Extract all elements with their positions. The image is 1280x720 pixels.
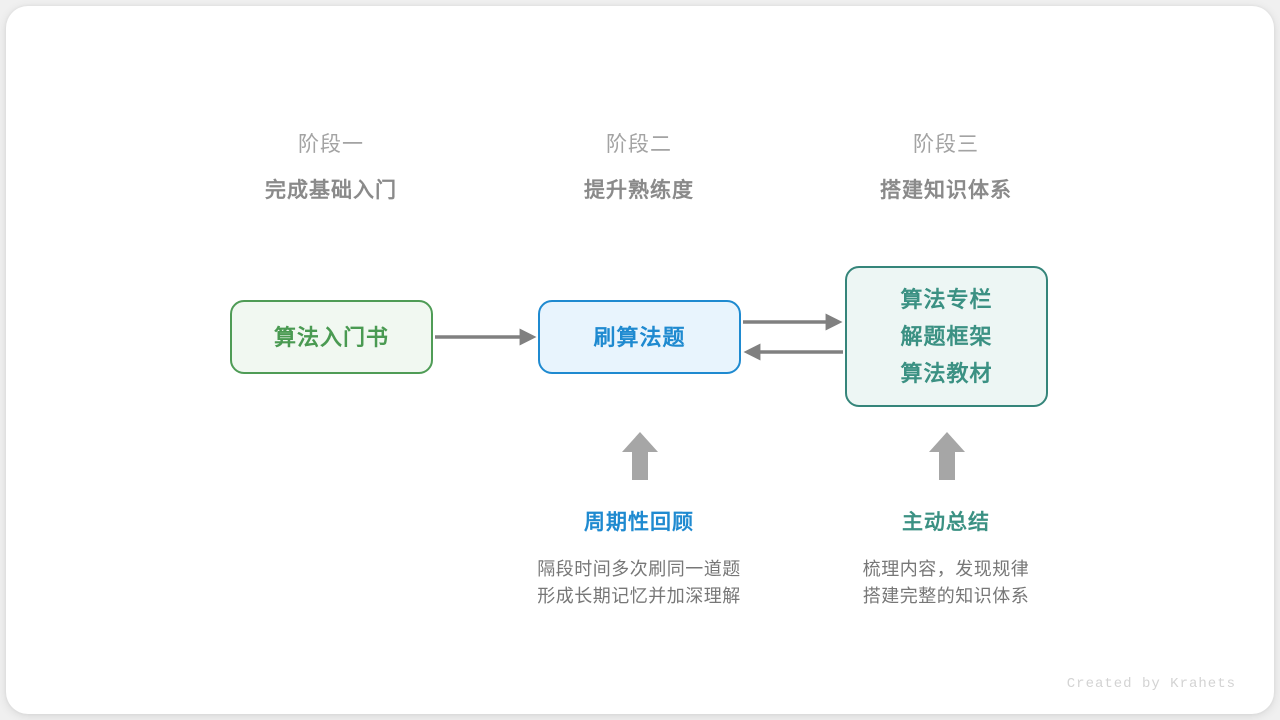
credit-text: Created by Krahets xyxy=(1066,676,1236,692)
note-1-desc-line-1: 隔段时间多次刷同一道题 xyxy=(537,559,741,579)
stage-1-label: 阶段一 xyxy=(298,133,364,156)
note-1-desc-line-2: 形成长期记忆并加深理解 xyxy=(537,586,741,606)
note-2-desc-line-2: 搭建完整的知识体系 xyxy=(862,586,1030,606)
node-book-line-1: 算法入门书 xyxy=(273,324,389,350)
note-1-description: 隔段时间多次刷同一道题 形成长期记忆并加深理解 xyxy=(479,556,799,610)
note-1-title: 周期性回顾 xyxy=(584,511,694,534)
stage-3-title: 搭建知识体系 xyxy=(880,179,1012,202)
node-knowledge-line-2: 解题框架 xyxy=(900,324,993,349)
stage-1-title: 完成基础入门 xyxy=(265,179,397,202)
stage-2-label: 阶段二 xyxy=(606,133,672,156)
node-algorithm-intro-book[interactable]: 算法入门书 xyxy=(230,300,433,374)
note-2-desc-line-1: 梳理内容，发现规律 xyxy=(862,559,1030,579)
node-practice-line-1: 刷算法题 xyxy=(593,324,686,350)
note-active-summary: 主动总结 梳理内容，发现规律 搭建完整的知识体系 xyxy=(786,508,1106,610)
stage-2-title: 提升熟练度 xyxy=(584,179,694,202)
node-knowledge-resources[interactable]: 算法专栏 解题框架 算法教材 xyxy=(845,266,1048,407)
note-periodic-review: 周期性回顾 隔段时间多次刷同一道题 形成长期记忆并加深理解 xyxy=(479,508,799,610)
up-arrow-icon-summary xyxy=(927,430,967,487)
node-knowledge-line-1: 算法专栏 xyxy=(900,287,993,312)
node-practice-problems[interactable]: 刷算法题 xyxy=(538,300,741,374)
stage-header-2: 阶段二 提升熟练度 xyxy=(509,130,769,206)
up-arrow-icon-review xyxy=(620,430,660,487)
note-2-title: 主动总结 xyxy=(902,511,990,534)
note-2-description: 梳理内容，发现规律 搭建完整的知识体系 xyxy=(786,556,1106,610)
node-knowledge-line-3: 算法教材 xyxy=(900,361,993,386)
stage-3-label: 阶段三 xyxy=(913,133,979,156)
stage-header-3: 阶段三 搭建知识体系 xyxy=(816,130,1076,206)
stage-header-1: 阶段一 完成基础入门 xyxy=(201,130,461,206)
